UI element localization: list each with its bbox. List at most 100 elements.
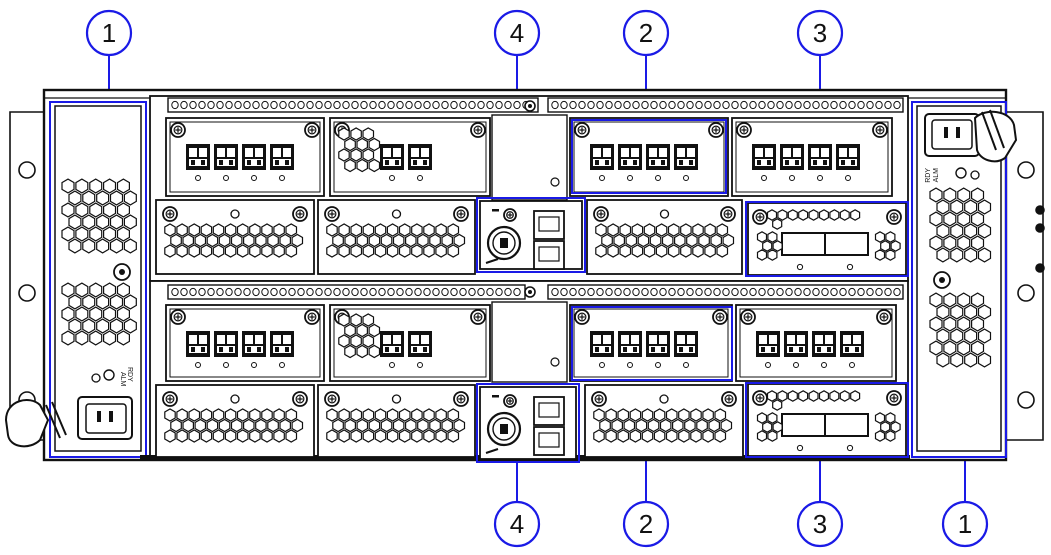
hex-vent-pattern [61,178,137,254]
psu-vent-grille [61,282,137,346]
port-led [389,362,395,368]
hex-vent-pattern [766,209,861,230]
port-led [683,175,689,181]
rack-ear-right [1005,111,1045,441]
highlight-io-lower [571,306,733,381]
management-module [479,386,577,460]
lc-port [836,144,860,170]
port-led [821,362,827,368]
hex-vent-pattern [756,231,783,261]
hex-vent-pattern [338,127,381,173]
ac-inlet-left [77,396,133,440]
rack-ear-left [9,111,46,441]
lc-port [408,331,432,357]
lc-port [646,144,670,170]
fiber-io-module [329,117,491,197]
cable-retention-clip-left [4,399,67,448]
hex-vent-pattern [593,408,733,443]
blank-filler-module [155,384,315,458]
callout-top-psu-left: 1 [85,9,133,100]
psu-vent-grille [929,187,992,263]
port-led [683,362,689,368]
power-supply-right: RDY ALM [911,101,1018,458]
highlight-mgmt-lower [476,383,580,463]
management-module [479,200,583,270]
blank-filler-module [584,384,744,458]
hex-vent-pattern [874,412,901,442]
port-led [796,263,804,271]
hex-vent-pattern [326,223,466,258]
port-led [251,175,257,181]
port-led [251,362,257,368]
port-led [195,362,201,368]
highlight-qsfp-lower [745,382,909,458]
hex-vent-pattern [929,292,992,368]
port-led [817,175,823,181]
lc-port [214,144,238,170]
port-led [279,362,285,368]
fiber-io-module [329,304,491,382]
port-led [849,362,855,368]
callout-number: 3 [813,509,827,539]
hex-vent-pattern [326,408,466,443]
ac-inlet-right [924,113,980,157]
fiber-io-module [569,117,729,197]
port-led [599,175,605,181]
psu-vent-grille [61,178,137,254]
hex-vent-pattern [874,231,901,261]
hex-vent-pattern [164,223,304,258]
callout-top-io: 2 [622,9,670,120]
lc-port [590,144,614,170]
lc-port [808,144,832,170]
port-led [195,175,201,181]
psu-status-leds: RDY ALM [91,367,133,387]
lc-port [186,331,210,357]
blank-filler-module [155,199,315,275]
blank-filler-module [317,384,476,458]
port-led [223,175,229,181]
hex-vent-pattern [164,408,304,443]
port-led [389,175,395,181]
callout-number: 2 [639,18,653,48]
callout-number: 1 [958,509,972,539]
port-led [223,362,229,368]
vent-rail-holes [171,287,521,297]
fiber-io-module [165,117,325,197]
callout-number: 3 [813,18,827,48]
port-led [765,362,771,368]
highlight-qsfp-upper [745,201,909,277]
lc-port [270,331,294,357]
lc-port [242,331,266,357]
port-led [417,362,423,368]
lc-port [590,331,614,357]
port-led [793,362,799,368]
lc-port [840,331,864,357]
port-led [279,175,285,181]
lc-port [186,144,210,170]
hex-vent-pattern [595,223,735,258]
blank-filler-module [586,199,743,275]
lc-port [618,144,642,170]
psu-led-label: ALM [119,372,126,387]
callout-bottom-qsfp: 3 [796,457,844,548]
port-led [627,175,633,181]
port-led [845,175,851,181]
lc-port [752,144,776,170]
port-led [655,362,661,368]
modules-layer [155,117,907,460]
lc-port [646,331,670,357]
lc-port [674,331,698,357]
port-led [599,362,605,368]
blank-filler-module [317,199,476,275]
lc-port [270,144,294,170]
psu-led-label: RDY [126,367,133,382]
highlight-io-upper [571,119,727,194]
port-led [796,444,804,452]
fiber-io-module [569,304,733,382]
lc-port [408,144,432,170]
port-led [789,175,795,181]
lc-port [812,331,836,357]
fiber-io-module [731,117,893,197]
hex-vent-pattern [338,313,381,359]
